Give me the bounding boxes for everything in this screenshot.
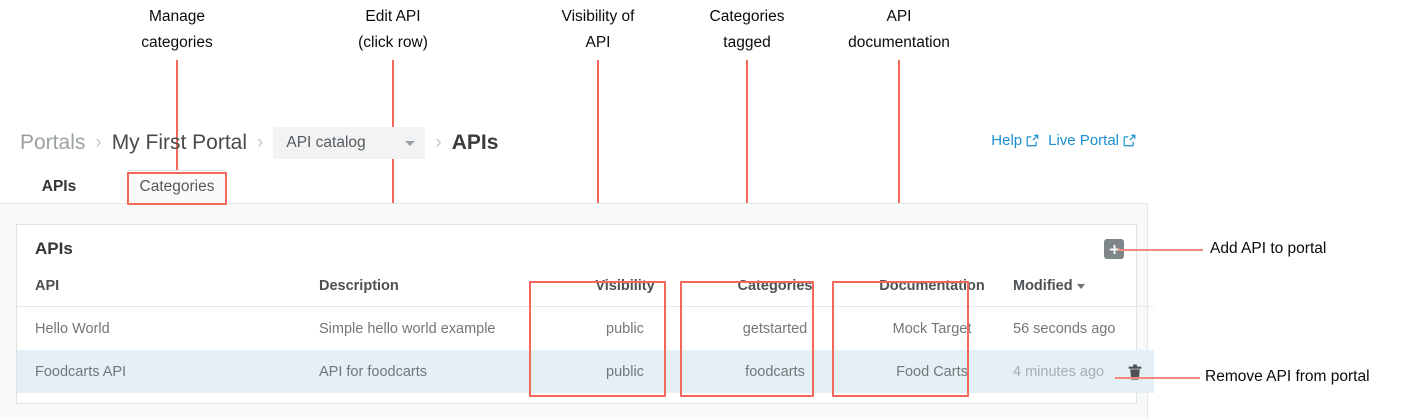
plus-icon (1109, 244, 1120, 255)
annotation-edit-api: Edit API (click row) (358, 8, 428, 51)
column-header-documentation[interactable]: Documentation (851, 278, 1013, 307)
cell-documentation: Food Carts (851, 350, 1013, 393)
leader-line-visibility (597, 60, 599, 282)
tab-bar-divider (0, 203, 1148, 204)
apis-table: API Description Visibility Categories Do… (17, 278, 1154, 393)
leader-line-manage-categories (176, 60, 178, 172)
cell-visibility: public (551, 350, 699, 393)
annotation-visibility-of-api: Visibility of API (561, 8, 635, 51)
breadcrumb-portal-name[interactable]: My First Portal (111, 131, 248, 154)
annotation-add-api-to-portal: Add API to portal (1210, 240, 1327, 257)
cell-visibility: public (606, 320, 644, 337)
table-header-row: API Description Visibility Categories Do… (17, 278, 1154, 307)
annotation-manage-categories: Manage categories (141, 8, 213, 51)
leader-line-categories (746, 60, 748, 282)
tab-bar: APIs Categories (0, 170, 1148, 206)
column-header-visibility[interactable]: Visibility (551, 278, 699, 307)
catalog-select[interactable]: API catalog (273, 127, 426, 159)
column-header-api[interactable]: API (17, 278, 319, 307)
external-link-icon (1026, 134, 1039, 147)
annotation-remove-api-from-portal: Remove API from portal (1205, 368, 1370, 385)
breadcrumb-current: APIs (451, 131, 499, 154)
live-portal-link-label: Live Portal (1048, 132, 1119, 149)
breadcrumb-separator-icon: › (257, 132, 264, 153)
cell-api: Hello World (35, 320, 110, 337)
breadcrumb-separator-icon: › (95, 132, 102, 153)
table-row[interactable]: Foodcarts API API for foodcarts public f… (17, 350, 1154, 393)
tab-apis[interactable]: APIs (20, 170, 98, 206)
add-api-button[interactable] (1104, 239, 1124, 259)
leader-line-documentation (898, 60, 900, 282)
leader-line-add-api (1118, 249, 1203, 251)
cell-documentation: Mock Target (892, 320, 972, 337)
chevron-down-icon (405, 140, 416, 146)
delete-icon[interactable] (1128, 364, 1142, 380)
external-link-icon (1123, 134, 1136, 147)
cell-modified: 56 seconds ago (1013, 307, 1154, 351)
cell-description: Simple hello world example (319, 320, 496, 337)
cell-modified-label: 56 seconds ago (1013, 320, 1116, 337)
annotation-api-documentation: API documentation (848, 8, 950, 51)
column-header-modified[interactable]: Modified (1013, 278, 1154, 307)
sort-desc-icon (1076, 284, 1085, 289)
breadcrumb-separator-icon: › (435, 132, 442, 153)
cell-modified-label: 4 minutes ago (1013, 363, 1105, 380)
cell-description: API for foodcarts (319, 350, 551, 393)
table-row[interactable]: Hello World Simple hello world example p… (17, 307, 1154, 351)
help-link[interactable]: Help (991, 132, 1039, 149)
leader-line-remove-api (1115, 377, 1200, 379)
cell-modified: 4 minutes ago (1013, 350, 1154, 393)
catalog-select-value: API catalog (286, 134, 366, 151)
tab-categories[interactable]: Categories (128, 170, 226, 203)
annotation-categories-tagged: Categories tagged (709, 8, 785, 51)
help-link-label: Help (991, 132, 1023, 149)
header-links: Help Live Portal (991, 132, 1136, 149)
apis-card: APIs API Description Visibility Categori… (16, 224, 1154, 404)
card-title: APIs (35, 239, 73, 258)
cell-categories: foodcarts (699, 350, 851, 393)
breadcrumb: Portals › My First Portal › API catalog … (20, 126, 498, 160)
live-portal-link[interactable]: Live Portal (1048, 132, 1136, 149)
cell-categories: getstarted (742, 320, 808, 337)
cell-api: Foodcarts API (17, 350, 319, 393)
column-header-categories[interactable]: Categories (699, 278, 851, 307)
column-header-description[interactable]: Description (319, 278, 551, 307)
column-header-modified-label: Modified (1013, 278, 1073, 294)
breadcrumb-portals[interactable]: Portals (20, 131, 86, 154)
